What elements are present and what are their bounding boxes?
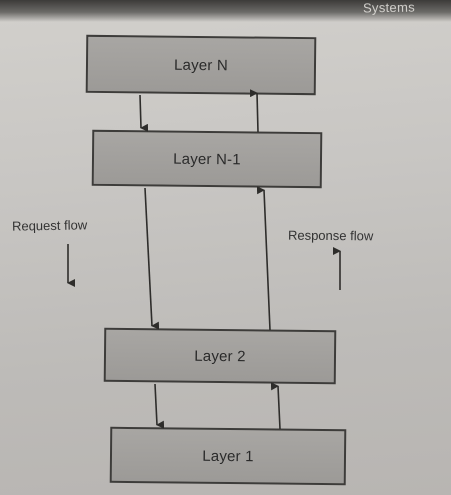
running-header: Systems (362, 0, 416, 16)
response-flow-label: Response flow (287, 227, 374, 244)
layer-2-box: Layer 2 (103, 327, 337, 385)
request-arrow-2-to-1 (154, 383, 165, 429)
layer-2-label: Layer 2 (194, 347, 246, 365)
layer-n-1-label: Layer N-1 (173, 150, 241, 168)
page-top-edge (0, 0, 451, 22)
response-arrow-2-to-n1 (256, 186, 271, 331)
layer-n-1-box: Layer N-1 (91, 129, 323, 189)
response-arrow-n1-to-n (249, 89, 259, 133)
request-flow-label: Request flow (11, 217, 88, 234)
layer-1-label: Layer 1 (202, 447, 254, 465)
response-arrow-1-to-2 (270, 382, 281, 430)
layer-n-label: Layer N (173, 56, 229, 74)
request-arrow-n1-to-2 (144, 187, 160, 330)
layer-n-box: Layer N (85, 34, 317, 96)
layer-1-box: Layer 1 (109, 426, 347, 486)
request-arrow-n-to-n1 (139, 94, 149, 132)
